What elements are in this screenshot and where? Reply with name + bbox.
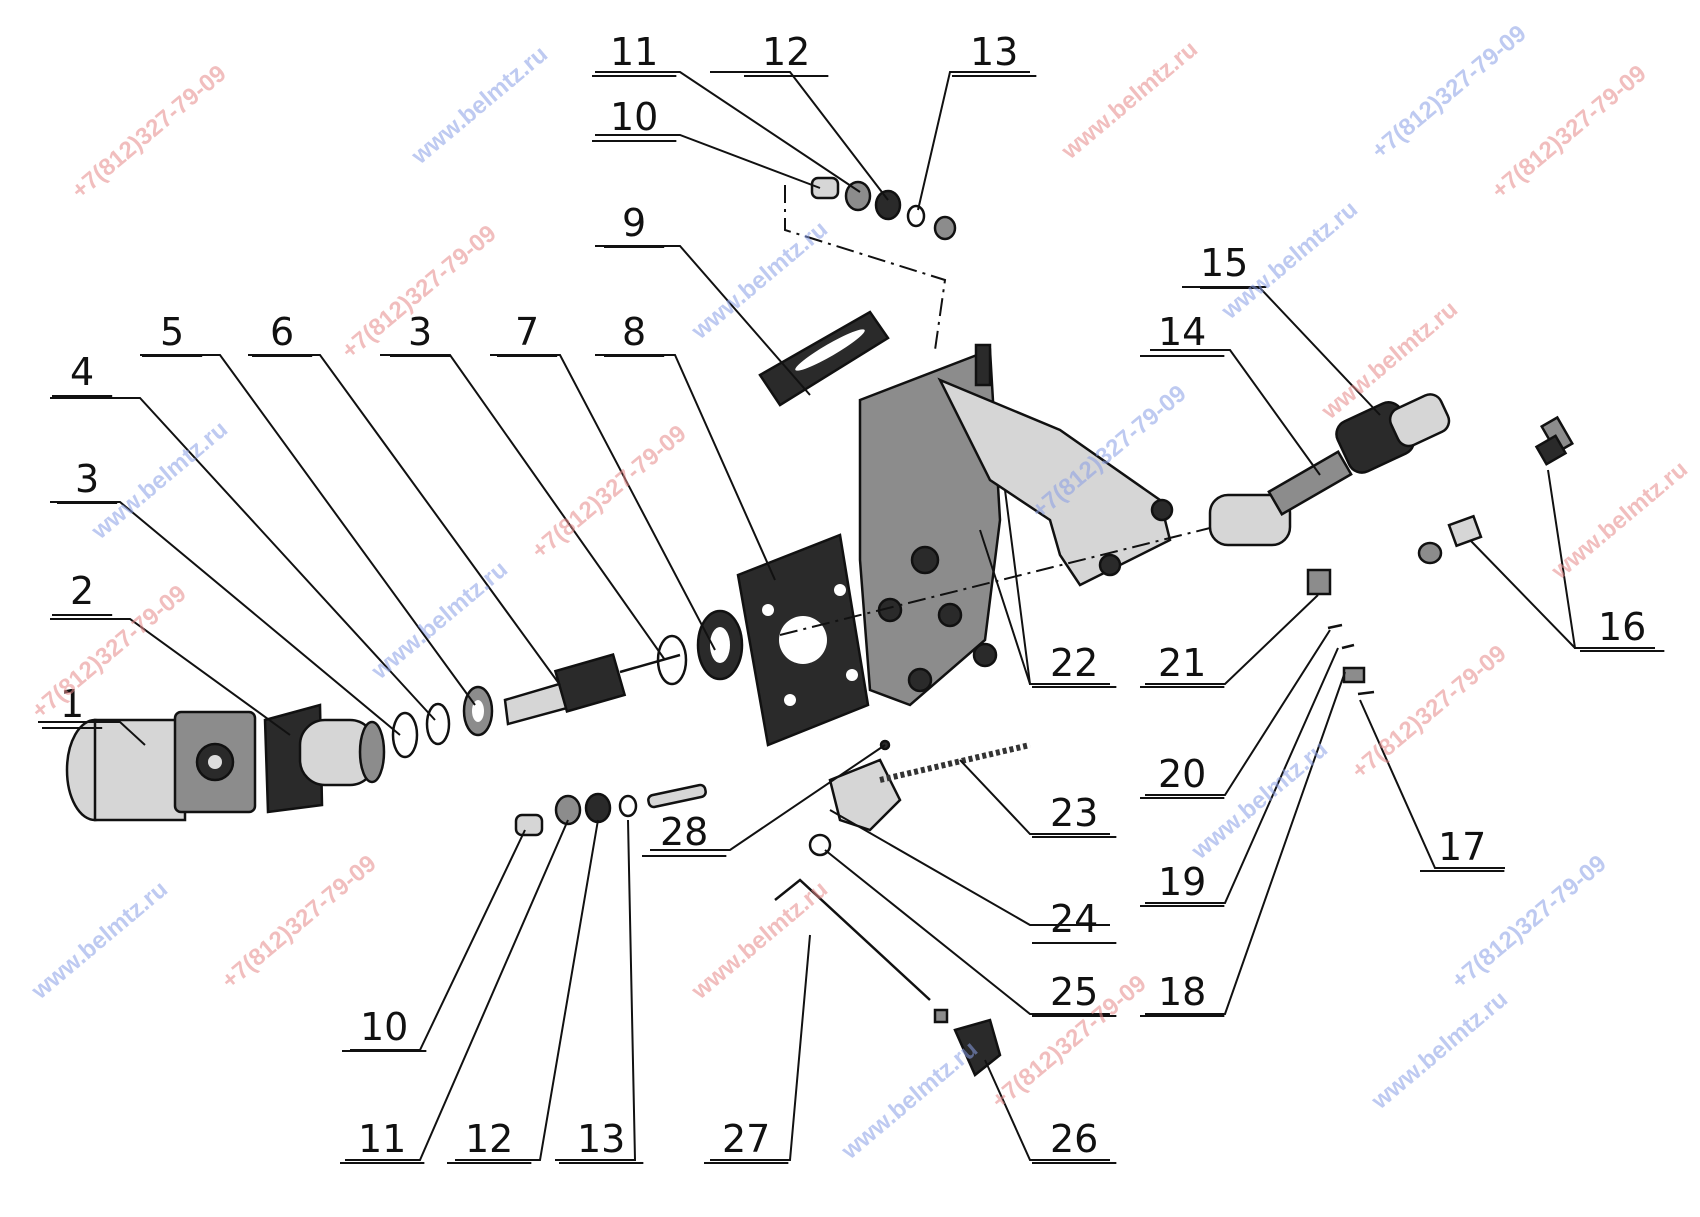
- watermark-site: www.belmtz.ru: [86, 416, 233, 546]
- callout-21: 21: [1158, 641, 1206, 685]
- callout-19: 19: [1158, 860, 1206, 904]
- watermark-phone: +7(812)327-79-09: [527, 420, 692, 565]
- watermark-site: www.belmtz.ru: [1056, 36, 1203, 166]
- callout-17: 17: [1438, 825, 1486, 869]
- watermark-site: www.belmtz.ru: [366, 556, 513, 686]
- watermark-site: www.belmtz.ru: [686, 216, 833, 346]
- callout-8: 8: [622, 310, 646, 354]
- callout-4: 4: [70, 350, 94, 394]
- watermark-phone: +7(812)327-79-09: [217, 850, 382, 995]
- callout-18: 18: [1158, 970, 1206, 1014]
- part-small-fittings: [1306, 568, 1375, 696]
- watermark-site: www.belmtz.ru: [686, 876, 833, 1006]
- callout-26: 26: [1050, 1117, 1098, 1161]
- part-circlip-7: [656, 609, 744, 686]
- callout-24: 24: [1050, 897, 1098, 941]
- callout-13-top: 13: [970, 30, 1018, 74]
- callout-27: 27: [722, 1117, 770, 1161]
- watermark-phone: +7(812)327-79-09: [1347, 640, 1512, 785]
- part-gasket-plate-8: [736, 533, 870, 747]
- watermark-phone: +7(812)327-79-09: [67, 60, 232, 205]
- part-slotted-plate-9: [758, 310, 890, 407]
- part-fastener-set-bottom: [514, 783, 707, 837]
- part-splined-shaft: [503, 652, 681, 726]
- part-bolts-16: [1417, 415, 1575, 565]
- callout-22: 22: [1050, 641, 1098, 685]
- callout-20: 20: [1158, 752, 1206, 796]
- callout-3-top: 3: [408, 310, 432, 354]
- watermark-site: www.belmtz.ru: [1186, 736, 1333, 866]
- callout-1: 1: [60, 682, 84, 726]
- callout-12-bottom: 12: [465, 1117, 513, 1161]
- callout-13-bottom: 13: [577, 1117, 625, 1161]
- callout-15: 15: [1200, 241, 1248, 285]
- callout-11-bottom: 11: [358, 1117, 406, 1161]
- assembly-axis-lines: [779, 185, 1211, 636]
- part-mounting-bracket: [858, 343, 1174, 707]
- part-flange-adapter: [263, 703, 386, 814]
- watermark-site: www.belmtz.ru: [26, 876, 173, 1006]
- part-cardan-joint: [1208, 393, 1451, 547]
- part-lever-assembly: [808, 739, 1031, 857]
- callout-28: 28: [660, 810, 708, 854]
- watermark-site: www.belmtz.ru: [836, 1036, 983, 1166]
- callout-labels: 1 2 3 3 4 5 6 7 8 9 10 10 11 11 12 12 13…: [42, 30, 1665, 1164]
- callout-6: 6: [270, 310, 294, 354]
- callout-14: 14: [1158, 310, 1206, 354]
- part-fastener-set-top: [810, 176, 957, 241]
- callout-10-top: 10: [610, 95, 658, 139]
- watermark-phone: +7(812)327-79-09: [27, 580, 192, 725]
- callout-12-top: 12: [762, 30, 810, 74]
- watermark-phone: +7(812)327-79-09: [1487, 60, 1652, 205]
- part-control-rod: [774, 878, 1002, 1077]
- watermark-site: www.belmtz.ru: [1546, 456, 1693, 586]
- watermark-site: www.belmtz.ru: [1366, 986, 1513, 1116]
- callout-25: 25: [1050, 970, 1098, 1014]
- part-snap-rings-left: [391, 685, 494, 759]
- callout-23: 23: [1050, 791, 1098, 835]
- watermark-phone: +7(812)327-79-09: [1367, 20, 1532, 165]
- callout-16: 16: [1598, 605, 1646, 649]
- callout-9: 9: [622, 201, 646, 245]
- watermark-site: www.belmtz.ru: [406, 41, 553, 171]
- callout-11-top: 11: [610, 30, 658, 74]
- callout-3-left: 3: [75, 457, 99, 501]
- callout-2: 2: [70, 569, 94, 613]
- callout-10-bottom: 10: [360, 1005, 408, 1049]
- part-hydraulic-pump: [65, 710, 257, 822]
- callout-7: 7: [515, 310, 539, 354]
- callout-5: 5: [160, 310, 184, 354]
